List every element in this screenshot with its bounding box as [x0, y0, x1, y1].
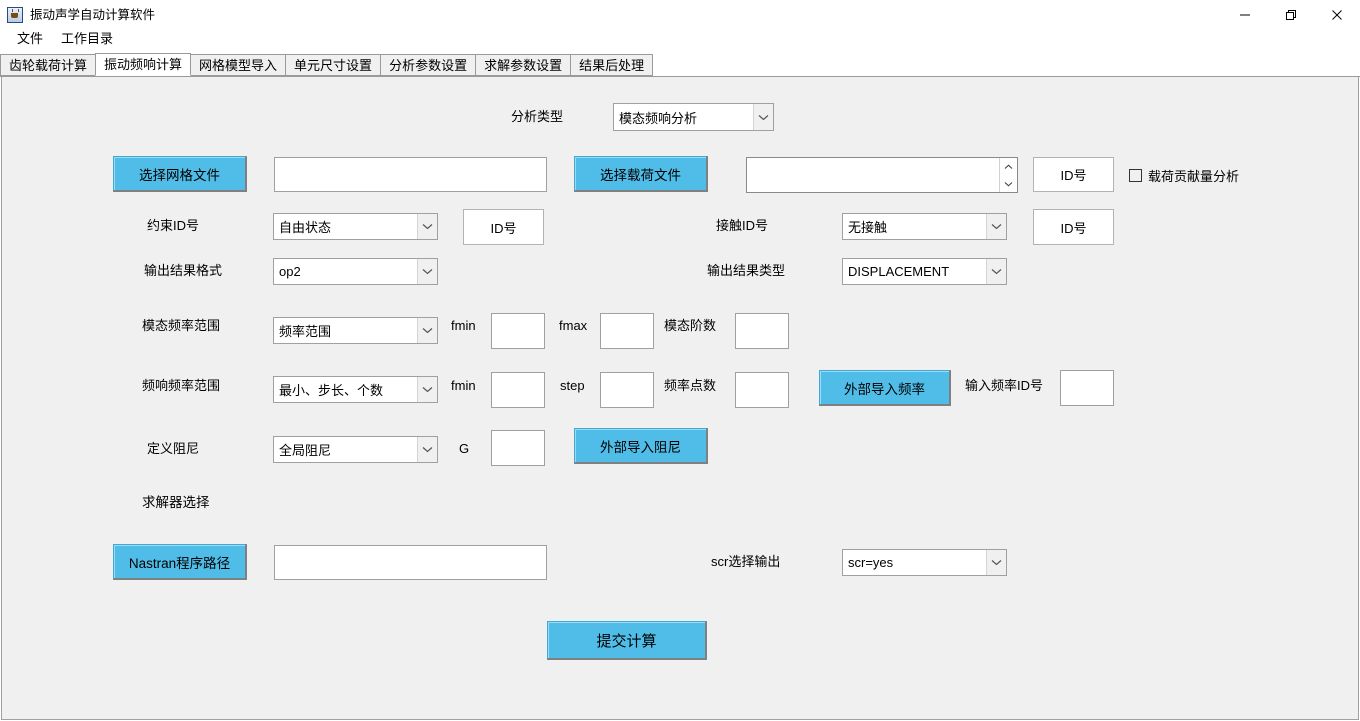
damping-label: 定义阻尼 [147, 441, 200, 456]
response-freq-range-value: 最小、步长、个数 [279, 383, 384, 398]
tab-vibration-response-calc[interactable]: 振动频响计算 [95, 53, 192, 76]
modal-freq-range-value: 频率范围 [279, 324, 332, 339]
output-format-select[interactable]: op2 [273, 258, 438, 285]
import-damping-button[interactable]: 外部导入阻尼 [574, 428, 708, 464]
response-fmin-input[interactable] [491, 372, 545, 408]
load-contribution-checkbox[interactable]: 载荷贡献量分析 [1129, 166, 1239, 185]
modal-freq-range-select[interactable]: 频率范围 [273, 317, 438, 344]
chevron-down-icon [986, 214, 1006, 239]
response-step-input[interactable] [600, 372, 654, 408]
chevron-down-icon [417, 214, 437, 239]
load-contribution-label: 载荷贡献量分析 [1148, 169, 1240, 184]
output-type-select[interactable]: DISPLACEMENT [842, 258, 1007, 285]
output-format-value: op2 [279, 264, 301, 279]
modal-order-label: 模态阶数 [664, 318, 717, 333]
constraint-id-label: 约束ID号 [147, 218, 200, 233]
tab-mesh-model-import[interactable]: 网格模型导入 [190, 54, 287, 76]
chevron-down-icon [417, 437, 437, 462]
constraint-id-select[interactable]: 自由状态 [273, 213, 438, 240]
maximize-icon[interactable] [1268, 0, 1314, 30]
modal-fmin-input[interactable] [491, 313, 545, 349]
response-step-label: step [560, 378, 585, 393]
contact-id-select[interactable]: 无接触 [842, 213, 1007, 240]
response-freq-range-label: 频响频率范围 [142, 378, 221, 393]
window-title: 振动声学自动计算软件 [30, 8, 156, 22]
modal-fmax-label: fmax [559, 318, 588, 333]
java-app-icon [7, 7, 23, 23]
select-mesh-file-button[interactable]: 选择网格文件 [113, 156, 247, 192]
window-controls [1222, 0, 1360, 30]
tab-result-postprocessing[interactable]: 结果后处理 [570, 54, 654, 76]
modal-fmin-label: fmin [451, 318, 476, 333]
response-points-input[interactable] [735, 372, 789, 408]
menu-bar: 文件 工作目录 [0, 26, 1360, 48]
damping-g-input[interactable] [491, 430, 545, 466]
analysis-type-select[interactable]: 模态频响分析 [613, 103, 774, 131]
scr-output-select[interactable]: scr=yes [842, 549, 1007, 576]
response-fmin-label: fmin [451, 378, 476, 393]
analysis-type-value: 模态频响分析 [619, 110, 698, 126]
title-bar: 振动声学自动计算软件 [0, 0, 1360, 30]
load-file-id-button[interactable]: ID号 [1033, 157, 1114, 192]
tab-strip: 齿轮载荷计算 振动频响计算 网格模型导入 单元尺寸设置 分析参数设置 求解参数设… [0, 53, 1360, 77]
input-frequency-id-label: 输入频率ID号 [965, 378, 1044, 393]
damping-select[interactable]: 全局阻尼 [273, 436, 438, 463]
damping-value: 全局阻尼 [279, 443, 332, 458]
chevron-down-icon [986, 259, 1006, 284]
nastran-path-input[interactable] [274, 545, 547, 580]
chevron-down-icon [753, 104, 773, 130]
constraint-id-button[interactable]: ID号 [463, 209, 544, 245]
scr-output-value: scr=yes [848, 555, 894, 570]
modal-fmax-input[interactable] [600, 313, 654, 349]
vibration-response-panel: 分析类型 模态频响分析 选择网格文件 选择载荷文件 ID号 [1, 77, 1359, 720]
chevron-down-icon [986, 550, 1006, 575]
select-load-file-button[interactable]: 选择载荷文件 [574, 156, 708, 192]
output-format-label: 输出结果格式 [144, 263, 223, 278]
analysis-type-label: 分析类型 [511, 109, 564, 124]
tab-element-size-settings[interactable]: 单元尺寸设置 [285, 54, 382, 76]
chevron-down-icon [417, 259, 437, 284]
menu-item-file[interactable]: 文件 [17, 30, 44, 46]
constraint-id-value: 自由状态 [279, 220, 332, 235]
minimize-icon[interactable] [1222, 0, 1268, 30]
response-freq-range-select[interactable]: 最小、步长、个数 [273, 376, 438, 403]
nastran-path-button[interactable]: Nastran程序路径 [113, 544, 247, 580]
submit-calculation-button[interactable]: 提交计算 [547, 621, 707, 660]
menu-item-workdir[interactable]: 工作目录 [61, 30, 114, 46]
damping-g-label: G [459, 441, 470, 456]
modal-order-input[interactable] [735, 313, 789, 349]
scr-output-label: scr选择输出 [711, 554, 781, 569]
response-points-label: 频率点数 [664, 378, 717, 393]
spinner-down-icon[interactable] [1000, 175, 1017, 192]
close-icon[interactable] [1314, 0, 1360, 30]
input-frequency-id-input[interactable] [1060, 370, 1114, 406]
spinner-up-icon[interactable] [1000, 158, 1017, 175]
solver-section-label: 求解器选择 [142, 495, 210, 510]
checkbox-box-icon[interactable] [1129, 169, 1142, 182]
contact-id-value: 无接触 [848, 220, 888, 235]
chevron-down-icon [417, 377, 437, 402]
modal-freq-range-label: 模态频率范围 [142, 318, 221, 333]
mesh-file-path-input[interactable] [274, 157, 547, 192]
load-file-path-input[interactable] [746, 157, 1018, 193]
contact-id-button[interactable]: ID号 [1033, 209, 1114, 245]
load-file-spinner[interactable] [999, 158, 1017, 192]
tab-analysis-parameter-settings[interactable]: 分析参数设置 [380, 54, 477, 76]
chevron-down-icon [417, 318, 437, 343]
load-file-path-value[interactable] [747, 158, 999, 192]
import-frequency-button[interactable]: 外部导入频率 [819, 370, 951, 406]
output-type-value: DISPLACEMENT [848, 264, 950, 279]
tab-gear-load-calc[interactable]: 齿轮载荷计算 [0, 54, 97, 76]
contact-id-label: 接触ID号 [716, 218, 769, 233]
output-type-label: 输出结果类型 [707, 263, 786, 278]
tab-solver-parameter-settings[interactable]: 求解参数设置 [475, 54, 572, 76]
